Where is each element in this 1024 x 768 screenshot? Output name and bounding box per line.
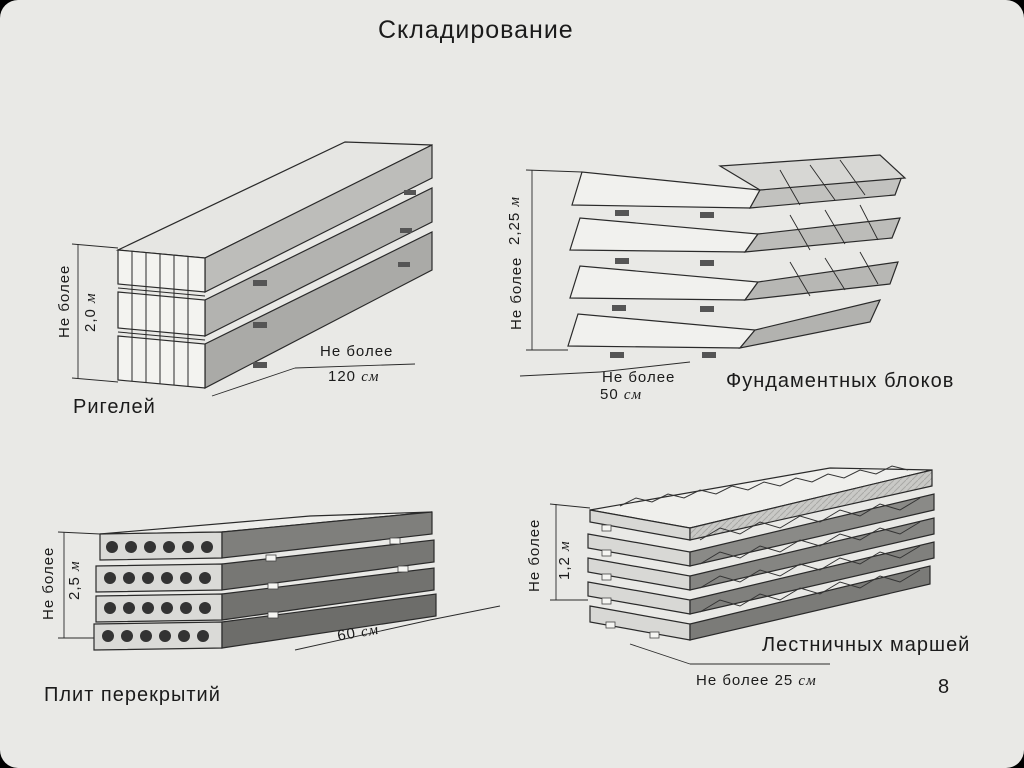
- stair-flight-4: [587, 541, 935, 615]
- rigel-end-divisions: [117, 251, 206, 386]
- foundation-spacers: [610, 210, 716, 358]
- rigel-stack-drawing: [71, 141, 433, 397]
- rigel-tier-top: [115, 141, 433, 293]
- slab-caption: Плит перекрытий: [44, 684, 221, 706]
- rigel-caption: Ригелей: [73, 396, 156, 418]
- rigel-tier-bottom: [117, 231, 433, 389]
- foundation-height-unit: м: [507, 196, 523, 207]
- slab-stack-drawing: [57, 511, 501, 651]
- slab-spacers: [265, 537, 409, 619]
- foundation-gap-prefix: Не более: [602, 369, 676, 386]
- stairs-stack-drawing: [549, 465, 935, 665]
- slab-gap-unit: см: [359, 621, 381, 641]
- rigel-height-unit: м: [83, 292, 99, 303]
- slab-4: [93, 593, 437, 651]
- rigel-height-label: 2,0 м: [82, 292, 100, 332]
- rigel-width-prefix: Не более: [320, 343, 394, 360]
- stairs-height-value: 1,2: [556, 556, 573, 580]
- stairs-dimension-lines: [549, 503, 830, 665]
- rigel-height-value: 2,0: [82, 308, 99, 332]
- stairs-height-prefix: Не более: [526, 518, 543, 592]
- foundation-dimension-lines: [519, 169, 691, 377]
- foundation-height-value: 2,25: [506, 211, 523, 245]
- stairs-height-unit: м: [557, 540, 573, 551]
- foundation-height-prefix: Не более: [508, 256, 525, 330]
- foundation-block-3: [569, 261, 899, 301]
- foundation-gap-unit: см: [623, 387, 643, 403]
- stairs-height-label: 1,2 м: [556, 540, 574, 580]
- rigel-tier-middle: [117, 187, 433, 337]
- rigel-dimension-lines: [71, 243, 416, 397]
- slab-1: [99, 511, 433, 561]
- stairs-gap-unit: см: [798, 673, 817, 689]
- stairs-caption: Лестничных маршей: [762, 634, 971, 656]
- slab-hollow-cores: [102, 541, 213, 642]
- foundation-height-label: 2,25 м: [506, 196, 524, 245]
- foundation-caption: Фундаментных блоков: [726, 370, 955, 392]
- stair-flight-1: [589, 467, 933, 541]
- rigel-spacers: [253, 190, 416, 368]
- foundation-stack-drawing: [519, 154, 907, 377]
- slab-3: [95, 567, 435, 623]
- stairs-gap-label: Не более 25 см: [696, 672, 817, 690]
- stair-steps: [619, 465, 921, 613]
- foundation-block-4: [567, 299, 882, 349]
- stair-flight-2: [587, 493, 935, 567]
- stairs-gap-value: 25: [774, 672, 794, 689]
- slide-title: Складирование: [378, 16, 574, 44]
- foundation-gap-label: 50 см: [600, 386, 642, 404]
- slab-height-label: 2,5 м: [66, 560, 84, 600]
- foundation-block-1: [571, 154, 907, 209]
- page-number: 8: [938, 676, 951, 698]
- slab-height-value: 2,5: [66, 576, 83, 600]
- rigel-height-prefix: Не более: [56, 264, 73, 338]
- slab-height-unit: м: [67, 560, 83, 571]
- stairs-gap-prefix: Не более: [696, 672, 770, 689]
- slab-height-prefix: Не более: [40, 546, 57, 620]
- slab-dimension-lines: [57, 531, 501, 651]
- slab-gap-value: 60: [336, 624, 358, 645]
- rigel-width-value: 120: [328, 368, 357, 385]
- slab-2: [95, 539, 435, 593]
- foundation-block-2: [569, 217, 901, 253]
- stair-spacers: [601, 524, 660, 639]
- rigel-width-label: 120 см: [328, 368, 379, 386]
- foundation-gap-value: 50: [600, 386, 619, 403]
- foundation-grid-lines: [779, 159, 879, 297]
- rigel-width-unit: см: [361, 369, 380, 385]
